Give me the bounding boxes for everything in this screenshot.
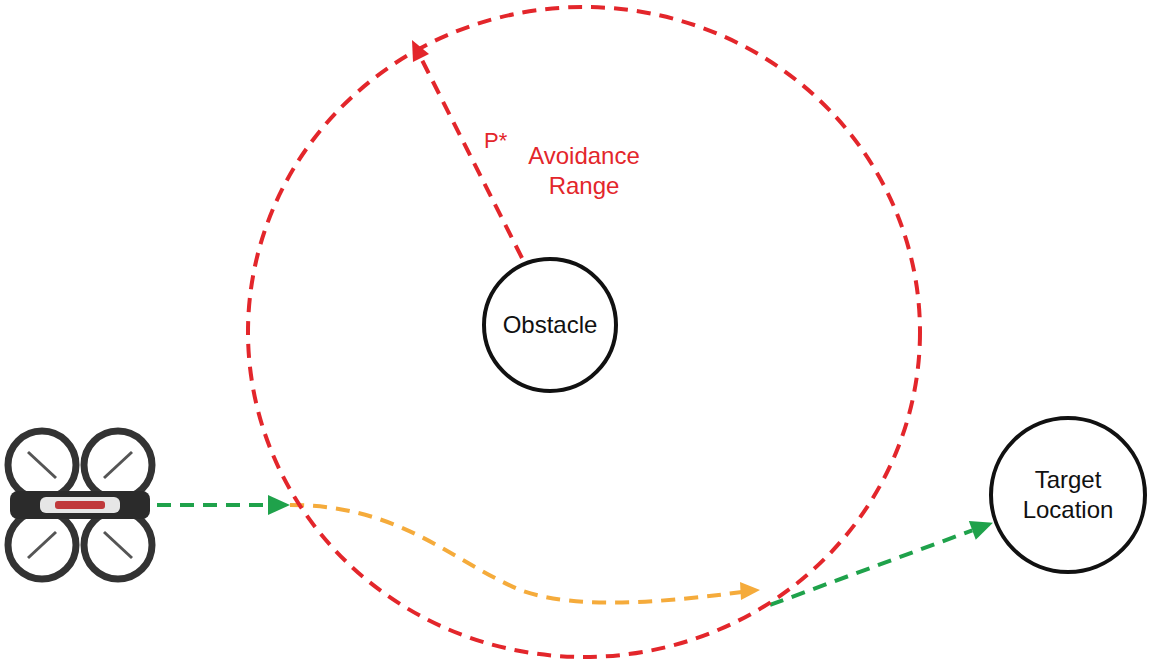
- node-label: Target Location: [1008, 465, 1128, 525]
- node-label: Obstacle: [503, 310, 598, 340]
- arrow-head: [268, 495, 290, 515]
- node-shape: [484, 259, 616, 391]
- arrow-head: [969, 521, 993, 540]
- drone-illustration: [8, 431, 152, 579]
- obstacle-circle: Obstacle: [482, 257, 618, 393]
- radius-arrow: [421, 58, 522, 258]
- node-outline: [989, 416, 1147, 574]
- node-shape: [991, 418, 1145, 572]
- target-circle: Target Location: [989, 416, 1147, 574]
- connector: [770, 530, 972, 605]
- radius-label: P*: [484, 128, 507, 154]
- avoidance-path: [290, 505, 742, 603]
- approach-arrow: [157, 503, 270, 507]
- arrow-head: [740, 582, 760, 600]
- node-shape: [248, 7, 920, 657]
- avoidance-range: Avoidance RangeObstacle: [246, 5, 922, 659]
- node-label: Avoidance Range: [499, 141, 669, 201]
